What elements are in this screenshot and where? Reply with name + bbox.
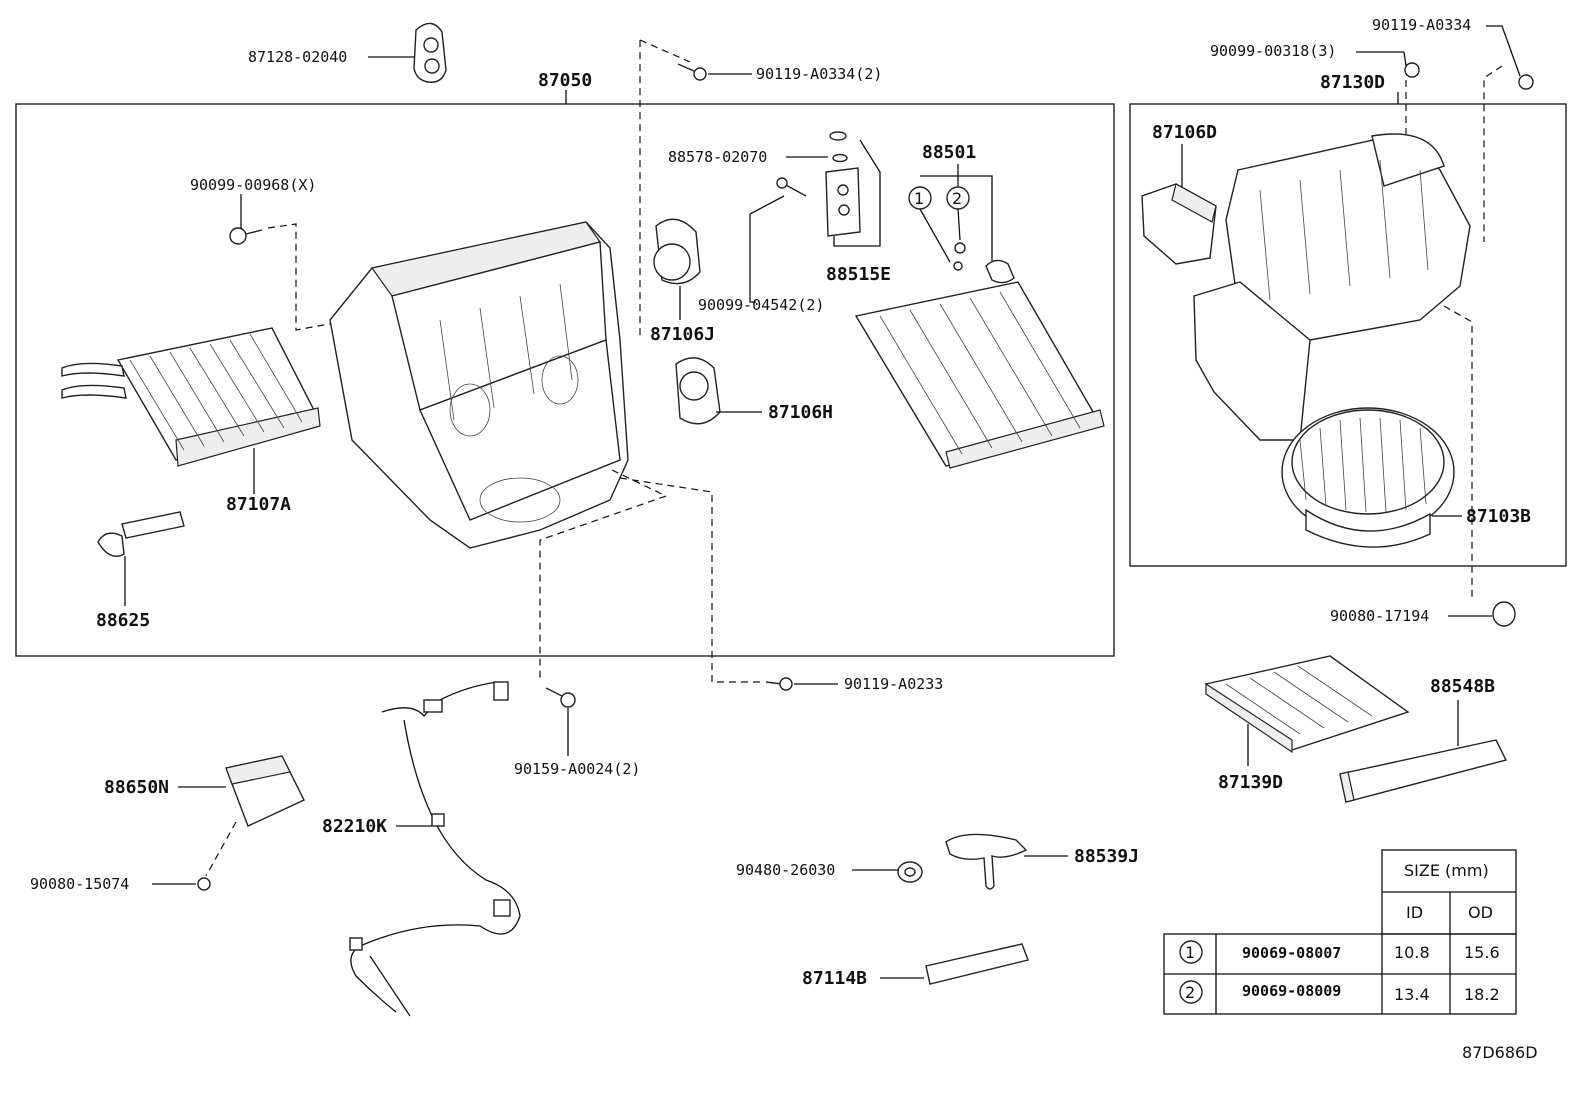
- hvac-case-part: [329, 221, 629, 549]
- label-87107a: 87107A: [226, 494, 291, 515]
- label-87106h: 87106H: [768, 402, 833, 423]
- hvac-unit-frame: [15, 103, 1115, 657]
- label-87106j: 87106J: [650, 324, 715, 345]
- filter-cover-part: [925, 943, 1029, 985]
- blower-resistor-part: [225, 755, 305, 827]
- bolt-318-part: [1404, 62, 1420, 78]
- size-table-row1-id: 10.8: [1394, 943, 1430, 962]
- label-90480-26030: 90480-26030: [736, 861, 835, 879]
- label-87050: 87050: [538, 70, 592, 91]
- damper-servo-d-part: [1141, 183, 1217, 265]
- size-table-col-id: ID: [1406, 903, 1423, 922]
- size-table-row1-part: 90069-08007: [1242, 944, 1341, 962]
- wire-harness-part: [349, 681, 521, 1017]
- screw-15074-part: [197, 877, 211, 891]
- label-90159-a0024: 90159-A0024(2): [514, 760, 640, 778]
- svg-text:2: 2: [1185, 983, 1195, 1002]
- size-table-row2-od: 18.2: [1464, 985, 1500, 1004]
- temp-sensor-part: [97, 511, 185, 557]
- o-ring-part: [829, 131, 848, 163]
- drain-duct-part: [945, 833, 1028, 890]
- screw-17194-part: [1492, 601, 1516, 627]
- heater-core-part: [61, 327, 321, 467]
- bolt-0024-part: [545, 687, 576, 708]
- label-88578-02070: 88578-02070: [668, 148, 767, 166]
- label-82210k: 82210K: [322, 816, 387, 837]
- label-88650n: 88650N: [104, 777, 169, 798]
- long-bolt-part: [776, 177, 807, 197]
- label-90080-15074: 90080-15074: [30, 875, 129, 893]
- label-88548b: 88548B: [1430, 676, 1495, 697]
- label-90099-04542: 90099-04542(2): [698, 296, 824, 314]
- bolt-part: [677, 63, 707, 81]
- bolt-0233-part: [765, 677, 793, 691]
- label-87139d: 87139D: [1218, 772, 1283, 793]
- label-88539j: 88539J: [1074, 846, 1139, 867]
- label-87103b: 87103B: [1466, 506, 1531, 527]
- size-table-row2-callout: [1179, 980, 1203, 1004]
- cabin-filter-part: [1204, 655, 1410, 754]
- figure-ref: 87D686D: [1462, 1043, 1538, 1062]
- label-88625: 88625: [96, 610, 150, 631]
- size-table-row2-part: 90069-08009: [1242, 982, 1341, 1000]
- label-90119-a0334-right: 90119-A0334: [1372, 16, 1471, 34]
- grommet-26030-part: [897, 861, 923, 883]
- label-90119-a0233: 90119-A0233: [844, 675, 943, 693]
- size-table-row2-id: 13.4: [1394, 985, 1430, 1004]
- blower-unit-frame: [1129, 103, 1567, 567]
- size-table-row1-callout: [1179, 940, 1203, 964]
- label-87106d: 87106D: [1152, 122, 1217, 143]
- label-90119-a0334-2: 90119-A0334(2): [756, 65, 882, 83]
- label-88501: 88501: [922, 142, 976, 163]
- svg-text:1: 1: [1185, 943, 1195, 962]
- expansion-valve-part: [825, 167, 861, 237]
- size-table-header: SIZE (mm): [1404, 861, 1489, 880]
- label-87130d: 87130D: [1320, 72, 1385, 93]
- size-table-row1-od: 15.6: [1464, 943, 1500, 962]
- size-table: SIZE (mm) ID OD 1 90069-08007 10.8 15.6 …: [1163, 849, 1517, 1015]
- label-87114b: 87114B: [802, 968, 867, 989]
- label-87128-02040: 87128-02040: [248, 48, 347, 66]
- svg-text:1: 1: [914, 189, 924, 208]
- label-90099-00968: 90099-00968(X): [190, 176, 316, 194]
- screw-part: [229, 227, 263, 245]
- damper-servo-j-part: [653, 218, 701, 285]
- label-90099-00318: 90099-00318(3): [1210, 42, 1336, 60]
- blower-case-part: [1193, 133, 1471, 441]
- evaporator-part: [854, 242, 1105, 469]
- size-table-col-od: OD: [1468, 903, 1493, 922]
- blower-motor-part: [1281, 407, 1455, 548]
- grommet-part: [413, 22, 447, 83]
- label-88515e: 88515E: [826, 264, 891, 285]
- damper-servo-h-part: [675, 357, 721, 425]
- bolt-right-part: [1518, 74, 1534, 90]
- filter-door-part: [1339, 739, 1508, 803]
- label-90080-17194: 90080-17194: [1330, 607, 1429, 625]
- svg-text:2: 2: [952, 189, 962, 208]
